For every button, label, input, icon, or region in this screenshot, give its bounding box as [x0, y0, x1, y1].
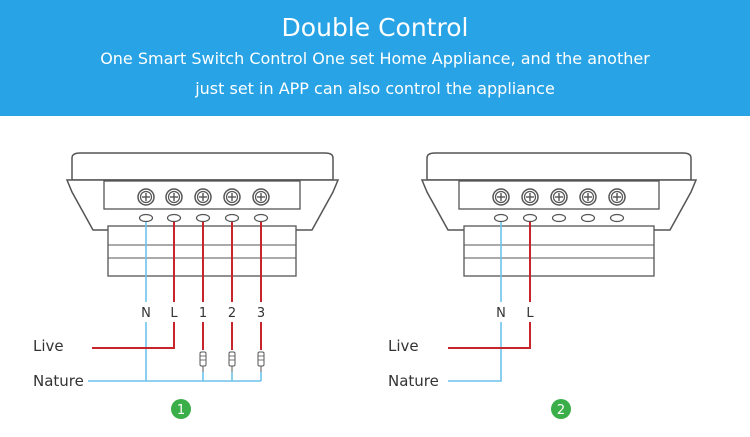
terminal-screw-icon — [579, 188, 597, 206]
header-banner: Double Control One Smart Switch Control … — [0, 0, 750, 116]
terminal-screw-icon — [550, 188, 568, 206]
terminal-slot-icon — [493, 213, 509, 223]
terminal-slot-icon — [166, 213, 182, 223]
live-label: Live — [33, 337, 64, 355]
terminal-slot-icon — [522, 213, 538, 223]
nature-label: Nature — [33, 372, 84, 390]
terminal-label-l: L — [170, 306, 178, 321]
diagram-1: N L 1 2 3 Live Nature 1 — [33, 152, 340, 419]
terminal-screw-icon — [165, 188, 183, 206]
connector-plug-icon — [228, 351, 236, 373]
terminal-screw-icon — [137, 188, 155, 206]
terminal-label-l: L — [526, 306, 534, 321]
nature-label: Nature — [388, 372, 439, 390]
page-title: Double Control — [281, 13, 469, 42]
step-badge-1 — [171, 399, 191, 419]
terminal-slot-icon — [195, 213, 211, 223]
live-wire-2 — [448, 222, 531, 349]
subtitle-line-2: just set in APP can also control the app… — [195, 79, 555, 98]
terminal-slot-icon — [253, 213, 269, 223]
connector-plug-icon — [199, 351, 207, 373]
connector-plug-icon — [257, 351, 265, 373]
terminal-slot-icon — [551, 213, 567, 223]
terminal-label-n: N — [496, 306, 506, 321]
terminal-label-3: 3 — [257, 306, 265, 321]
step-badge-1-number: 1 — [177, 403, 185, 418]
terminal-screw-icon — [492, 188, 510, 206]
terminal-slot-icon — [138, 213, 154, 223]
terminal-slot-icon — [609, 213, 625, 223]
terminal-label-2: 2 — [228, 306, 236, 321]
terminal-screw-icon — [223, 188, 241, 206]
step-badge-2 — [551, 399, 571, 419]
terminal-screw-icon — [252, 188, 270, 206]
terminal-screw-icon — [521, 188, 539, 206]
nature-wire-1 — [88, 222, 262, 382]
nature-wire-2 — [448, 222, 502, 382]
terminal-screw-icon — [608, 188, 626, 206]
live-wire-1 — [92, 222, 262, 350]
terminal-screw-icon — [194, 188, 212, 206]
terminal-label-1: 1 — [199, 306, 207, 321]
live-label: Live — [388, 337, 419, 355]
diagram-2: N L Live Nature 2 — [388, 152, 698, 419]
terminal-slot-icon — [580, 213, 596, 223]
terminal-slot-icon — [224, 213, 240, 223]
subtitle-line-1: One Smart Switch Control One set Home Ap… — [100, 49, 650, 68]
step-badge-2-number: 2 — [557, 403, 565, 418]
terminal-label-n: N — [141, 306, 151, 321]
